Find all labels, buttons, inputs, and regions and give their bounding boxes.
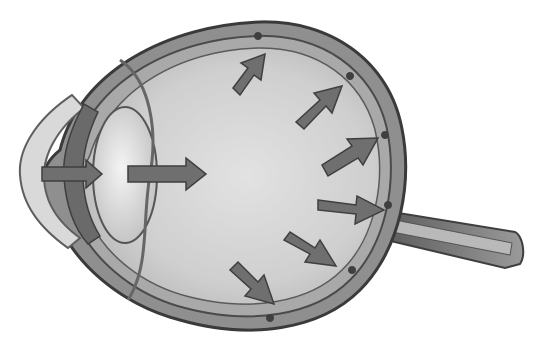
retina-mark <box>254 32 262 40</box>
retina-mark <box>381 131 389 139</box>
retina-mark <box>348 266 356 274</box>
retina-mark <box>346 72 354 80</box>
retina-mark <box>384 201 392 209</box>
retina-mark <box>266 314 274 322</box>
